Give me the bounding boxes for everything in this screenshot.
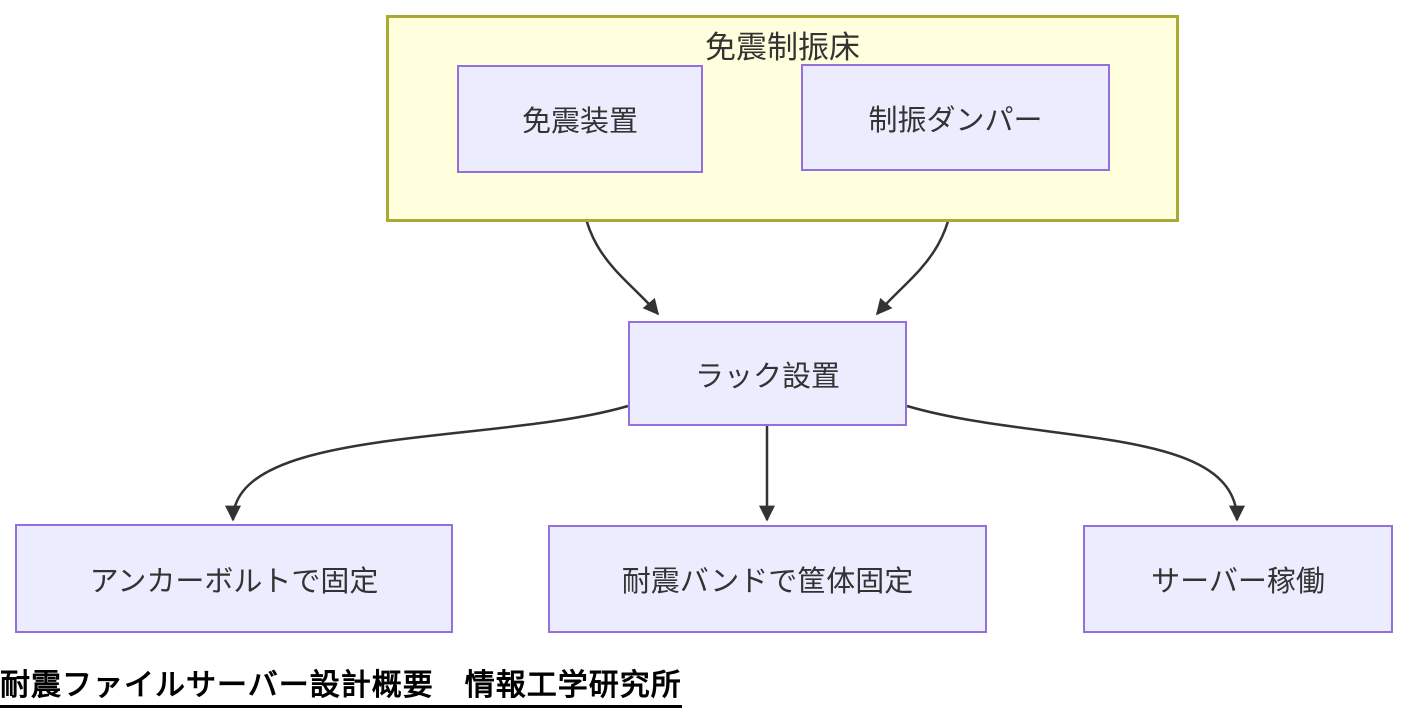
node-server-operation: サーバー稼働	[1083, 525, 1393, 633]
node-seismic-band-label: 耐震バンドで筐体固定	[621, 566, 914, 598]
node-damper-label: 制振ダンパー	[868, 104, 1043, 137]
node-anchor-bolt-label: アンカーボルトで固定	[89, 565, 379, 598]
node-anchor-bolt: アンカーボルトで固定	[15, 524, 453, 633]
edge-rack-to-server	[906, 404, 1245, 522]
diagram-caption: 耐震ファイルサーバー設計概要 情報工学研究所	[0, 660, 682, 708]
node-server-operation-label: サーバー稼働	[1151, 566, 1325, 598]
node-damper: 制振ダンパー	[801, 64, 1110, 171]
node-rack-installation-label: ラック設置	[694, 360, 840, 393]
node-isolation-device: 免震装置	[457, 65, 703, 173]
edge-rack-to-anchor	[225, 404, 629, 522]
cluster-seismic-floor-label: 免震制振床	[705, 30, 860, 65]
node-rack-installation: ラック設置	[628, 321, 907, 426]
node-isolation-device-label: 免震装置	[521, 106, 638, 138]
node-seismic-band: 耐震バンドで筐体固定	[548, 525, 987, 633]
